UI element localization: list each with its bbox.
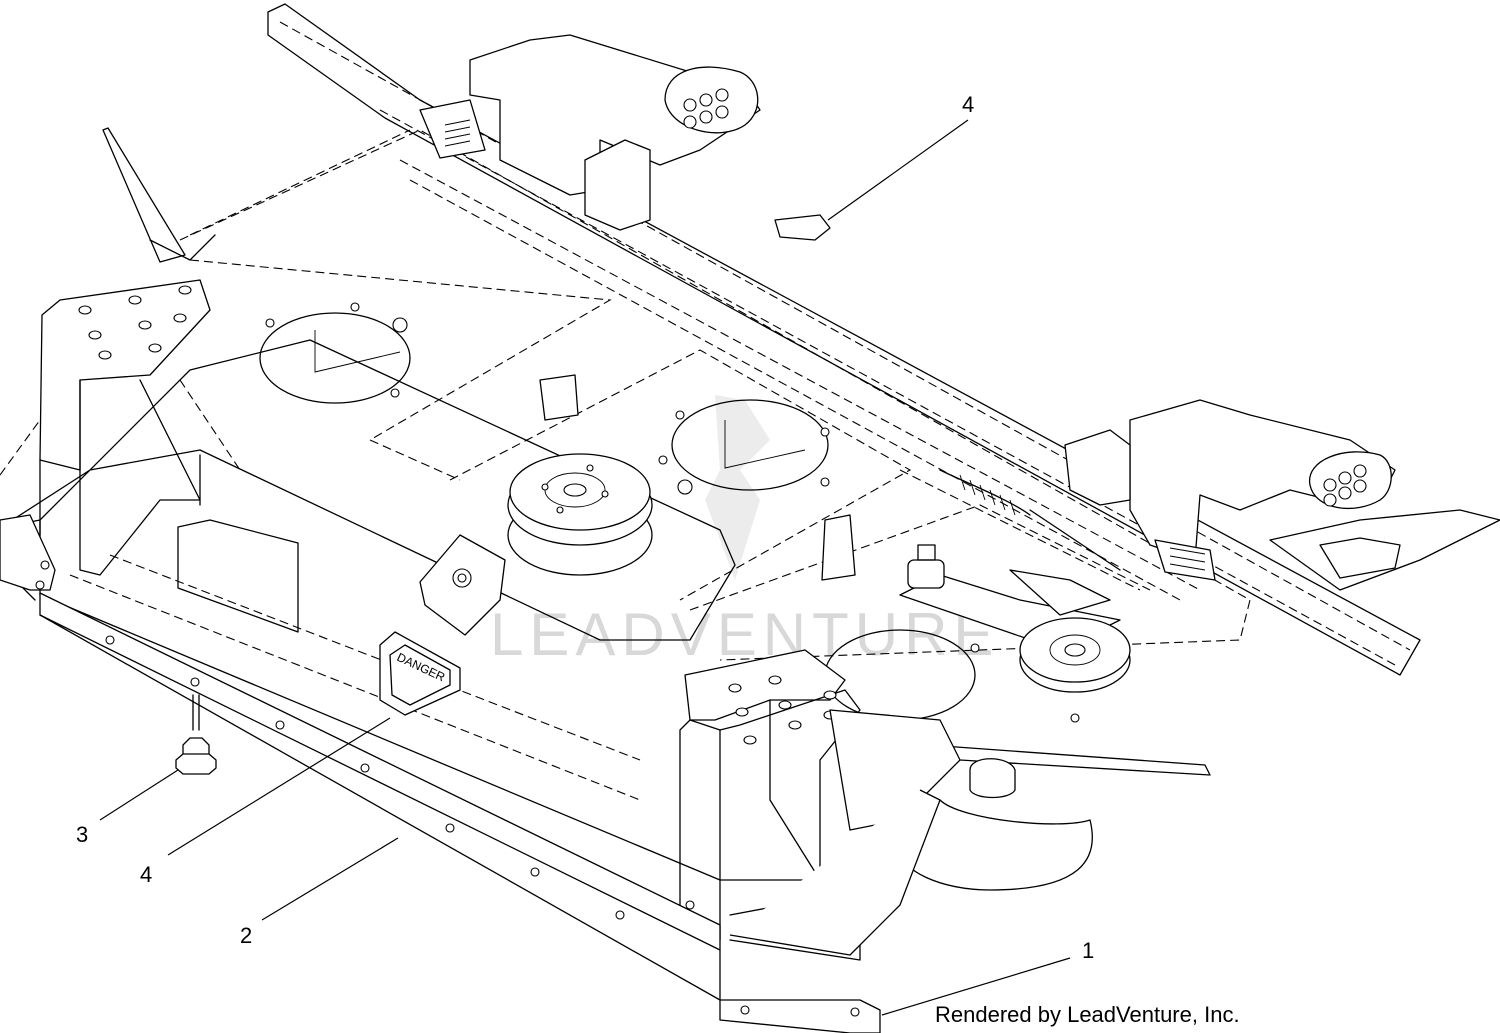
- blade-deflector-right: [829, 709, 1211, 891]
- right-front-bracket: [679, 649, 861, 941]
- carriage-bolt: [175, 694, 217, 775]
- blade-deflector-left: [102, 127, 411, 263]
- left-front-bracket: [39, 279, 211, 576]
- leader-line-3: [99, 769, 179, 821]
- danger-decal: DANGER: [379, 631, 461, 716]
- idler-stud: [907, 544, 945, 589]
- center-spindle-pulley: [507, 453, 653, 576]
- idler-pulley-right: [1019, 617, 1131, 693]
- deck-side-housing: [729, 789, 941, 961]
- leader-lines: [99, 119, 1071, 1016]
- callout-1: 1: [1082, 938, 1094, 963]
- front-trim-bar: [0, 514, 881, 1033]
- callout-4-top: 4: [962, 92, 974, 117]
- leader-line-1: [881, 957, 1071, 1016]
- belt-guide-bracket: [419, 534, 506, 636]
- callout-2: 2: [240, 923, 252, 948]
- deck-clips: [539, 374, 856, 581]
- callout-4-bottom: 4: [140, 862, 152, 887]
- leader-line-2: [261, 837, 399, 921]
- watermark-text: LEADVENTURE: [490, 601, 999, 668]
- render-credit: Rendered by LeadVenture, Inc.: [935, 1002, 1240, 1027]
- rear-right-hanger-bracket: [1064, 399, 1500, 591]
- leader-line-4-top: [827, 119, 969, 221]
- leader-line-4-bottom: [167, 717, 391, 856]
- rear-left-hanger-bracket: [419, 34, 761, 231]
- top-decal: [774, 214, 1401, 579]
- callout-3: 3: [76, 822, 88, 847]
